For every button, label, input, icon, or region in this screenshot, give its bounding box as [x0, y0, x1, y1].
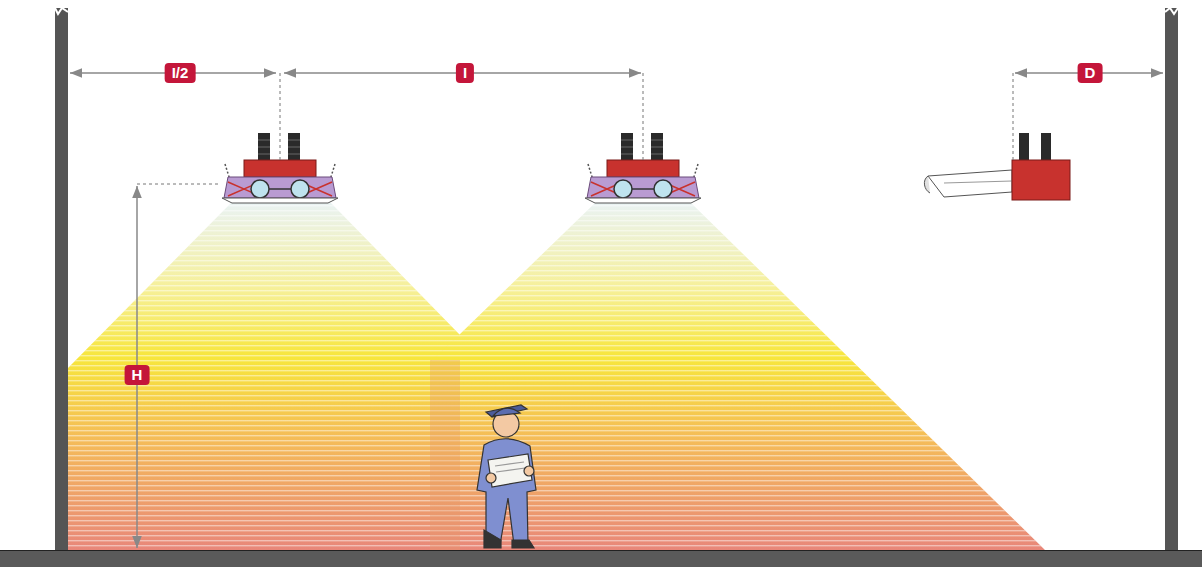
dimension-label: I	[456, 63, 474, 83]
dimension-label: H	[125, 365, 150, 385]
dimension-label: I/2	[165, 63, 196, 83]
wall-heater	[924, 133, 1070, 200]
dimension-label: D	[1078, 63, 1103, 83]
worker-figure	[477, 405, 536, 548]
